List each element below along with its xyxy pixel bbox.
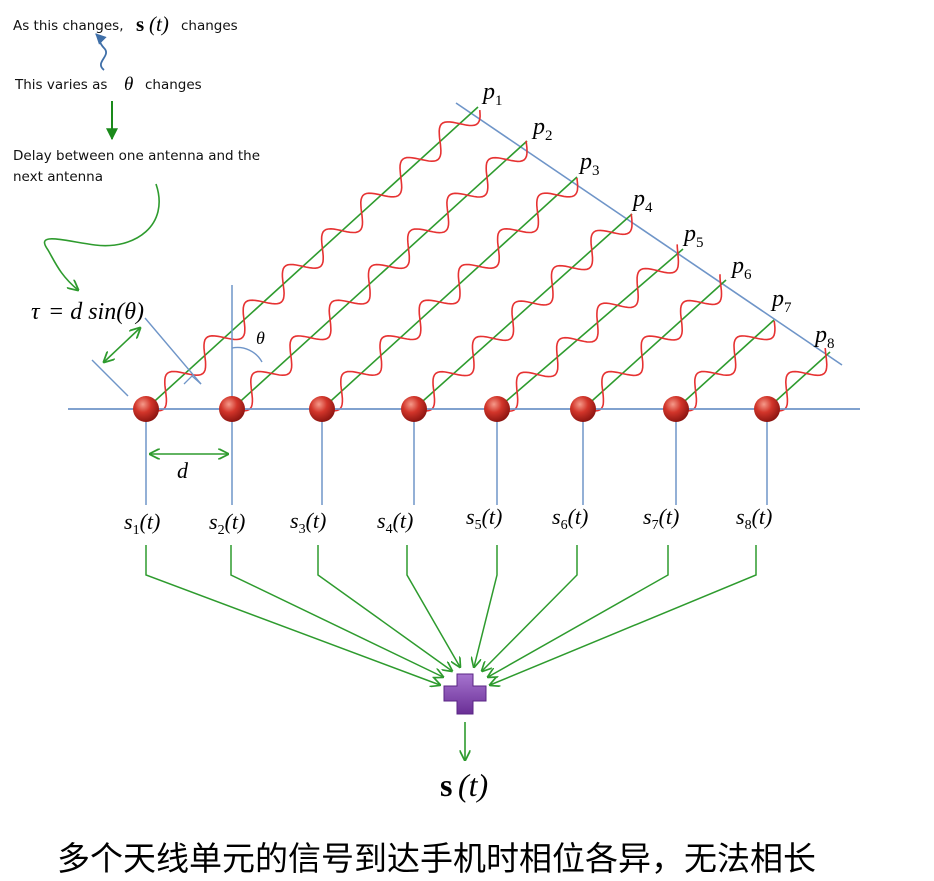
wave-4: [413, 213, 633, 412]
ray-6: [582, 279, 727, 410]
spacing-label: d: [177, 458, 189, 483]
wavefront-label-p2: p2: [531, 114, 553, 144]
ray-5: [496, 248, 684, 410]
note-changes-word: changes: [181, 18, 238, 34]
signal-label-s7: s7(t): [643, 504, 679, 533]
ray-4: [413, 213, 633, 410]
note-state-changes: As this changes,: [13, 18, 124, 34]
wavefront-label-p6: p6: [730, 253, 752, 283]
ray-3: [321, 176, 578, 410]
wavefront-labels: p1 p2 p3 p4 p5 p6 p7 p8: [481, 79, 835, 352]
wavefront-label-p8: p8: [813, 322, 835, 352]
ray-7: [675, 319, 775, 410]
theta-label: θ: [256, 328, 265, 348]
output-signal-symbol: s: [440, 767, 452, 803]
signal-label-s5: s5(t): [466, 504, 502, 533]
curly-arrow-3: [43, 183, 160, 290]
wave-6: [582, 274, 723, 412]
signal-label-s6: s6(t): [552, 504, 588, 533]
tau-dimension-arrow: [104, 328, 140, 362]
note-signal-arg: (t): [149, 12, 169, 36]
feed-lines: [145, 409, 768, 505]
theta-arc: [231, 346, 263, 363]
wavefront-label-p5: p5: [682, 221, 704, 251]
antenna-3: [309, 396, 335, 422]
wave-1: [145, 110, 481, 412]
wavefront-label-p3: p3: [578, 149, 600, 179]
ray-1: [145, 106, 479, 410]
signal-label-s1: s1(t): [124, 509, 160, 538]
right-angle-marker: [183, 375, 202, 385]
caption-text: 多个天线单元的信号到达手机时相位各异，无法相长: [57, 839, 816, 878]
combiner-arrows: [145, 545, 757, 685]
antenna-6: [570, 396, 596, 422]
signal-label-s2: s2(t): [209, 509, 245, 538]
signal-labels: s1(t) s2(t) s3(t) s4(t) s5(t) s6(t) s7(t…: [124, 504, 772, 538]
wavefront-geometry-line-2: [144, 317, 202, 385]
ray-paths: [145, 106, 831, 410]
wave-3: [321, 177, 579, 412]
wave-7: [675, 320, 776, 412]
antenna-2: [219, 396, 245, 422]
ray-2: [231, 140, 528, 410]
ray-8: [766, 351, 831, 410]
summer-plus-icon: [443, 673, 487, 715]
note-delay-line2: next antenna: [13, 169, 103, 185]
signal-label-s4: s4(t): [377, 508, 413, 537]
antenna-5: [484, 396, 510, 422]
wavefront-label-p4: p4: [631, 186, 653, 216]
wavefront-label-p7: p7: [770, 286, 792, 316]
signal-label-s3: s3(t): [290, 508, 326, 537]
note-delay-line1: Delay between one antenna and the: [13, 148, 260, 164]
curly-arrow-1: [95, 33, 107, 71]
formula-rhs: = d sin(θ): [48, 299, 144, 325]
output-signal-arg: (t): [458, 767, 488, 803]
formula-tau: τ: [31, 299, 41, 325]
antenna-8: [754, 396, 780, 422]
note-theta-symbol: θ: [124, 74, 133, 95]
wave-signals: [145, 110, 828, 413]
note-theta-varies: This varies as: [14, 77, 107, 93]
antenna-4: [401, 396, 427, 422]
signal-label-s8: s8(t): [736, 504, 772, 533]
antenna-elements: [133, 396, 780, 422]
antenna-1: [133, 396, 159, 422]
wavefront-geometry-line: [91, 359, 129, 397]
wave-2: [231, 140, 528, 412]
antenna-7: [663, 396, 689, 422]
note-signal-symbol: s: [136, 12, 144, 36]
wavefront-label-p1: p1: [481, 79, 503, 109]
note-theta-changes: changes: [145, 77, 202, 93]
wave-5: [496, 244, 680, 413]
